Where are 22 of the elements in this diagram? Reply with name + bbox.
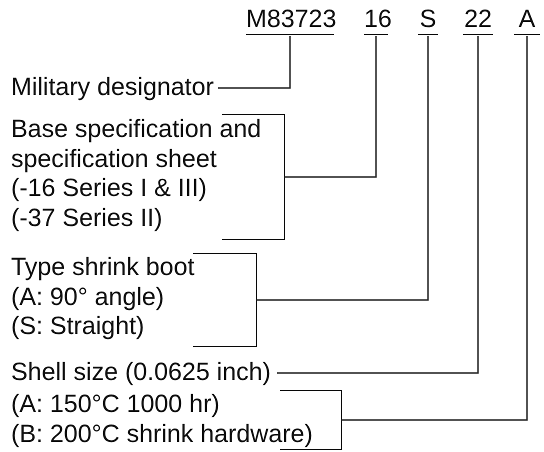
leader-line xyxy=(218,36,291,89)
leader-line xyxy=(257,36,429,301)
description-text: Shell size (0.0625 inch) xyxy=(11,358,272,388)
description-text: (-16 Series I & III) xyxy=(11,174,208,204)
description-text: (-37 Series II) xyxy=(11,204,164,233)
code-segment: 22 xyxy=(463,4,493,35)
leader-line xyxy=(342,36,528,421)
leader-line xyxy=(285,36,377,178)
description-text: (S: Straight) xyxy=(11,312,146,342)
bracket xyxy=(11,253,257,347)
description-text: (A: 90° angle) xyxy=(11,282,166,312)
code-segment: A xyxy=(514,4,540,35)
description-text: Military designator xyxy=(11,73,215,102)
description-text: (B: 200°C shrink hardware) xyxy=(11,420,314,449)
bracket xyxy=(11,390,342,450)
bracket xyxy=(11,114,285,240)
code-segment: M83723 xyxy=(246,4,334,35)
description-text: Type shrink boot xyxy=(11,253,196,282)
description-text: Base specification and specification sheet xyxy=(11,115,262,174)
description-text: (A: 150°C 1000 hr) xyxy=(11,390,221,420)
leader-line xyxy=(277,36,479,374)
code-segment: S xyxy=(418,4,438,35)
